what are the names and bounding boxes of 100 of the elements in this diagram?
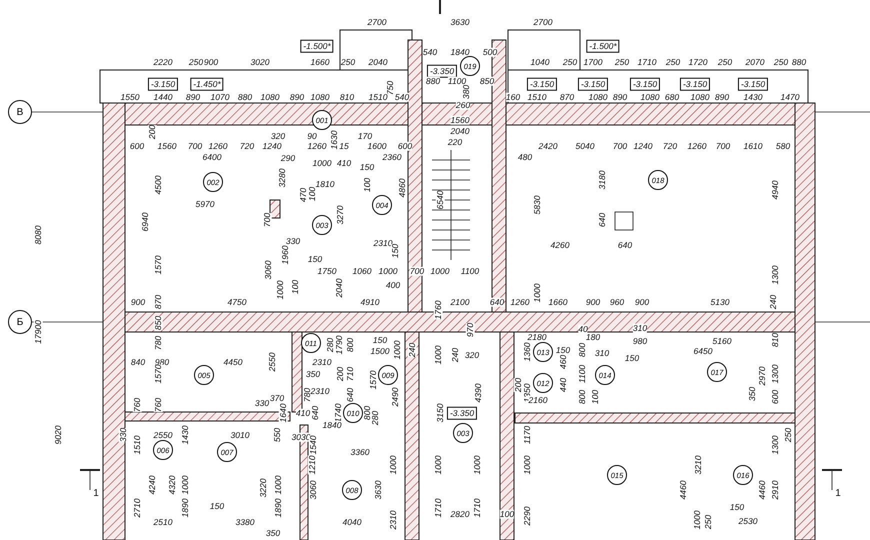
dimension-label: 640 <box>346 388 354 402</box>
dimension-label: 1810 <box>316 180 334 188</box>
dimension-label: 3360 <box>350 448 370 456</box>
dimension-label: 5830 <box>532 196 542 214</box>
dimension-label: 1100 <box>460 266 480 276</box>
dimension-label: 200 <box>148 124 156 140</box>
dimension-label: 700 <box>716 142 730 150</box>
dimension-label: 8080 <box>34 226 42 244</box>
dimension-label: 780 <box>154 336 162 350</box>
dimension-label: 100 <box>308 186 316 202</box>
dimension-label: 2910 <box>770 480 780 500</box>
dimension-label: 1470 <box>780 92 800 102</box>
dimension-label: 250 <box>614 58 630 66</box>
dimension-label: 3060 <box>264 260 272 280</box>
dimension-label: 3380 <box>236 518 254 526</box>
dimension-label: 1430 <box>180 426 190 444</box>
dimension-label: 240 <box>450 348 460 362</box>
dimension-label: 2550 <box>154 430 172 440</box>
dimension-label: 1570 <box>154 364 162 384</box>
dimension-label: 680 <box>664 92 680 102</box>
dimension-label: 4940 <box>770 180 780 200</box>
level-mark: -3.350 <box>446 406 478 420</box>
dimension-label: 2290 <box>522 506 532 526</box>
dimension-label: 150 <box>730 502 744 512</box>
dimension-label: 250 <box>784 428 792 442</box>
dimension-label: 3060 <box>308 480 318 500</box>
dimension-label: 810 <box>340 92 354 102</box>
dimension-label: 1240 <box>262 142 282 150</box>
dimension-label: 580 <box>776 142 790 150</box>
dimension-label: 850 <box>154 316 162 330</box>
dimension-label: 250 <box>666 58 680 66</box>
dimension-label: 890 <box>290 92 304 102</box>
dimension-label: 900 <box>586 298 600 306</box>
dimension-label: 17900 <box>34 320 42 344</box>
dimension-label: 1000 <box>392 340 402 360</box>
axis-marker: В <box>8 100 32 124</box>
dimension-label: 5130 <box>710 298 730 306</box>
dimension-label: 1260 <box>208 142 228 150</box>
dimension-label: 250 <box>188 58 204 66</box>
dimension-label: 15 <box>339 142 349 150</box>
dimension-label: 310 <box>632 324 648 332</box>
dimension-label: 1000 <box>532 284 542 302</box>
dimension-label: 1240 <box>634 142 652 150</box>
dimension-label: 880 <box>792 58 806 66</box>
dimension-label: 6540 <box>436 190 444 210</box>
dimension-label: 3280 <box>278 168 286 188</box>
dimension-label: 1000 <box>378 266 398 276</box>
dimension-label: 1210 <box>308 456 316 474</box>
dimension-label: 330 <box>118 428 128 442</box>
dimension-label: 400 <box>386 280 400 290</box>
dimension-label: 1080 <box>310 92 330 102</box>
dimension-label: 5970 <box>196 200 214 208</box>
dimension-label: 200 <box>336 366 344 382</box>
level-mark: -3.150 <box>148 78 178 90</box>
dimension-label: 460 <box>558 354 568 370</box>
dimension-label: 1890 <box>274 498 282 518</box>
dimension-label: 90 <box>307 132 317 140</box>
dimension-label: 3220 <box>258 478 268 498</box>
dimension-label: 1100 <box>578 364 586 384</box>
dimension-label: 240 <box>768 294 778 310</box>
dimension-label: 480 <box>518 152 532 162</box>
dimension-label: 1360 <box>522 342 532 362</box>
dimension-label: 1960 <box>280 246 290 264</box>
dimension-label: 800 <box>578 342 586 358</box>
dimension-label: 600 <box>130 142 144 150</box>
dimension-label: 1570 <box>154 256 162 274</box>
dimension-label: 4260 <box>550 240 570 250</box>
dimension-label: 310 <box>594 348 610 358</box>
dimension-label: 1840 <box>322 420 342 430</box>
dimension-label: 1750 <box>318 266 336 276</box>
dimension-label: 1080 <box>260 92 280 102</box>
dimension-label: 100 <box>290 280 300 294</box>
dimension-label: 720 <box>662 142 678 150</box>
dimension-label: 2310 <box>374 238 392 248</box>
dimension-label: 540 <box>394 92 410 102</box>
dimension-label: 1610 <box>744 142 762 150</box>
level-mark: -3.150 <box>738 78 768 90</box>
dimension-label: 980 <box>632 336 648 346</box>
dimension-label: 1560 <box>450 116 470 124</box>
dimension-label: 1630 <box>330 130 338 150</box>
dimension-label: 760 <box>132 398 142 412</box>
level-mark: -3.150 <box>630 78 660 90</box>
dimension-label: 100 <box>362 178 372 192</box>
dimension-label: 1040 <box>530 58 550 66</box>
section-number: 1 <box>93 489 99 499</box>
dimension-label: 9020 <box>54 426 62 444</box>
dimension-label: 150 <box>360 162 374 172</box>
dimension-label: 2070 <box>746 58 764 66</box>
dimension-label: 550 <box>272 428 282 442</box>
level-mark: -3.150 <box>578 78 608 90</box>
dimension-label: 1260 <box>688 142 706 150</box>
dimension-label: 640 <box>490 298 504 306</box>
dimension-label: 870 <box>154 294 162 310</box>
dimension-label: 1840 <box>450 48 470 56</box>
dimension-label: 2040 <box>334 278 344 298</box>
dimension-label: 3150 <box>436 404 444 422</box>
dimension-label: 200 <box>514 378 522 392</box>
dimension-label: 1170 <box>522 426 532 444</box>
dimension-label: 1000 <box>276 280 284 300</box>
dimension-label: 3270 <box>336 206 344 224</box>
